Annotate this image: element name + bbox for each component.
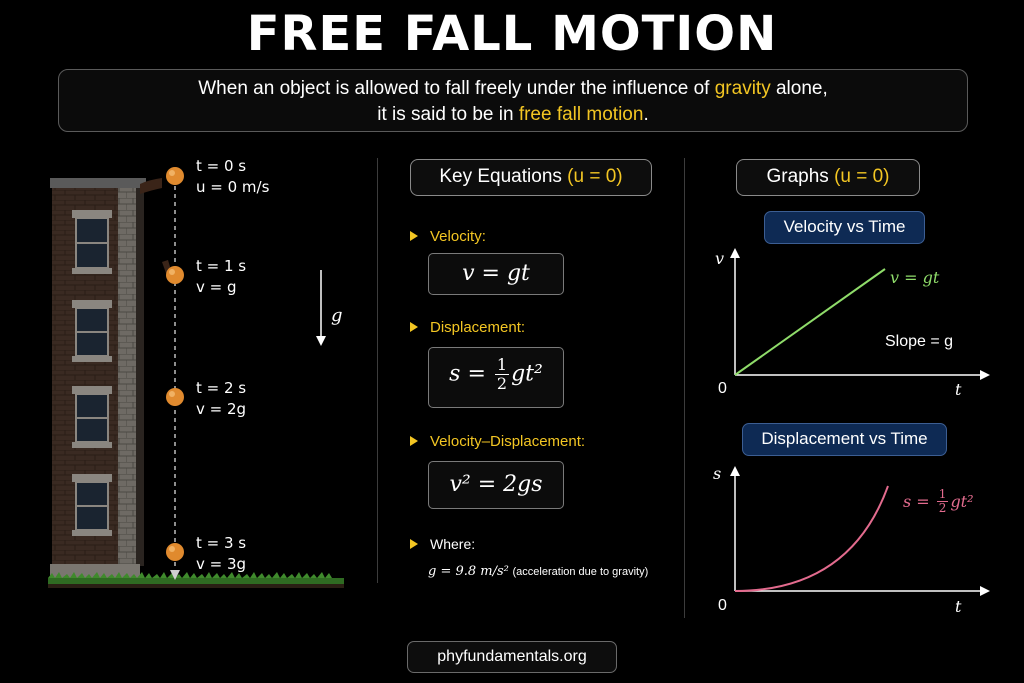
fraction-denominator: 2 bbox=[496, 373, 508, 393]
velocity-graph-x-arrowhead bbox=[980, 370, 990, 380]
bullet-triangle-icon bbox=[410, 231, 418, 241]
fraction-numerator: 1 bbox=[936, 487, 949, 503]
time-label-1: t = 1 s v = g bbox=[196, 256, 246, 298]
velocity-time-axis-label: t bbox=[955, 380, 962, 399]
building-window bbox=[72, 474, 112, 536]
grass-ground bbox=[48, 578, 344, 584]
bullet-triangle-icon bbox=[410, 436, 418, 446]
definition-highlight-gravity: gravity bbox=[714, 78, 771, 99]
equations-heading-text: Key Equations bbox=[439, 166, 568, 187]
definition-box: When an object is allowed to fall freely… bbox=[58, 69, 968, 132]
displacement-time-axis-label: t bbox=[955, 597, 962, 616]
velocity-origin-label: 0 bbox=[718, 380, 727, 397]
graphs-heading-condition: (u = 0) bbox=[834, 166, 890, 187]
bullet-triangle-icon bbox=[410, 322, 418, 332]
velocity-value: v = 3g bbox=[196, 555, 247, 573]
gravity-label: g bbox=[331, 305, 343, 326]
velocity-axis-label: v bbox=[715, 249, 725, 268]
velocity-time-graph bbox=[730, 248, 990, 380]
definition-text: it is said to be in bbox=[377, 104, 519, 125]
displacement-label: Displacement: bbox=[410, 319, 525, 336]
fraction-numerator: 1 bbox=[494, 355, 510, 375]
velocity-equation: v = gt bbox=[462, 261, 530, 286]
building-roof bbox=[50, 178, 146, 188]
ball-icon bbox=[166, 388, 184, 406]
displacement-equation-lhs: s = bbox=[449, 361, 493, 387]
time-value: t = 2 s bbox=[196, 379, 247, 397]
time-value: t = 0 s bbox=[196, 157, 247, 175]
displacement-graph-title: Displacement vs Time bbox=[742, 423, 947, 456]
velocity-displacement-equation-box: v² = 2gs bbox=[428, 461, 564, 509]
time-value: t = 1 s bbox=[196, 257, 247, 275]
displacement-equation-rhs: gt² bbox=[511, 361, 543, 387]
definition-text: When an object is allowed to fall freely… bbox=[198, 78, 715, 99]
building-window bbox=[72, 386, 112, 448]
building-window bbox=[72, 210, 112, 274]
column-divider bbox=[377, 158, 378, 583]
hand-icon bbox=[140, 178, 162, 194]
gravity-definition: g = 9.8 m/s² (acceleration due to gravit… bbox=[428, 563, 648, 579]
graphs-heading-text: Graphs bbox=[766, 166, 835, 187]
graphs-heading: Graphs (u = 0) bbox=[736, 159, 920, 196]
ball-icon bbox=[166, 167, 184, 185]
equations-heading: Key Equations (u = 0) bbox=[410, 159, 652, 196]
velocity-line-label: v = gt bbox=[890, 268, 940, 287]
velocity-equation-box: v = gt bbox=[428, 253, 564, 295]
displacement-axis-label: s bbox=[713, 464, 722, 483]
displacement-origin-label: 0 bbox=[718, 597, 727, 614]
displacement-label-text: Displacement: bbox=[430, 319, 526, 336]
slope-label: Slope = g bbox=[885, 333, 954, 350]
velocity-label-text: Velocity: bbox=[430, 228, 486, 245]
equations-heading-condition: (u = 0) bbox=[567, 166, 623, 187]
velocity-value: v = g bbox=[196, 278, 237, 296]
ball-icon bbox=[166, 543, 184, 561]
definition-text: . bbox=[643, 104, 649, 125]
displacement-curve bbox=[734, 485, 889, 592]
definition-text: alone, bbox=[770, 78, 828, 99]
gravity-value: g = 9.8 m/s² bbox=[428, 564, 509, 579]
velocity-value: u = 0 m/s bbox=[196, 178, 270, 196]
fall-path-arrowhead bbox=[170, 570, 180, 580]
displacement-curve-lhs: s = bbox=[903, 492, 935, 512]
displacement-time-graph bbox=[730, 466, 990, 596]
definition-line-1: When an object is allowed to fall freely… bbox=[59, 76, 967, 102]
time-label-2: t = 2 s v = 2g bbox=[196, 378, 246, 420]
website-link[interactable]: phyfundamentals.org bbox=[407, 641, 617, 673]
velocity-label: Velocity: bbox=[410, 228, 486, 245]
time-value: t = 3 s bbox=[196, 534, 247, 552]
where-label-text: Where: bbox=[430, 536, 476, 552]
building-illustration bbox=[48, 167, 344, 588]
velocity-value: v = 2g bbox=[196, 400, 247, 418]
displacement-graph-x-arrowhead bbox=[980, 586, 990, 596]
bullet-triangle-icon bbox=[410, 539, 418, 549]
definition-line-2: it is said to be in free fall motion. bbox=[59, 102, 967, 128]
column-divider bbox=[684, 158, 685, 618]
velocity-displacement-label: Velocity–Displacement: bbox=[410, 433, 585, 450]
fraction-denominator: 2 bbox=[938, 501, 947, 516]
where-label: Where: bbox=[410, 536, 475, 552]
gravity-arrowhead bbox=[316, 336, 326, 346]
page-title: FREE FALL MOTION bbox=[246, 6, 778, 62]
ball-icon bbox=[166, 266, 184, 284]
building-window bbox=[72, 300, 112, 362]
time-label-3: t = 3 s v = 3g bbox=[196, 533, 246, 575]
building-corner-stones bbox=[118, 188, 136, 566]
definition-highlight-free-fall: free fall motion bbox=[518, 104, 644, 125]
velocity-graph-title: Velocity vs Time bbox=[764, 211, 925, 244]
time-label-0: t = 0 s u = 0 m/s bbox=[196, 156, 269, 198]
velocity-displacement-label-text: Velocity–Displacement: bbox=[430, 433, 586, 450]
velocity-line bbox=[734, 268, 886, 376]
gravity-description: (acceleration due to gravity) bbox=[512, 566, 649, 578]
velocity-displacement-equation: v² = 2gs bbox=[449, 472, 543, 497]
velocity-graph-y-arrowhead bbox=[730, 248, 740, 258]
displacement-graph-y-arrowhead bbox=[730, 466, 740, 476]
displacement-curve-rhs: gt² bbox=[950, 492, 974, 512]
